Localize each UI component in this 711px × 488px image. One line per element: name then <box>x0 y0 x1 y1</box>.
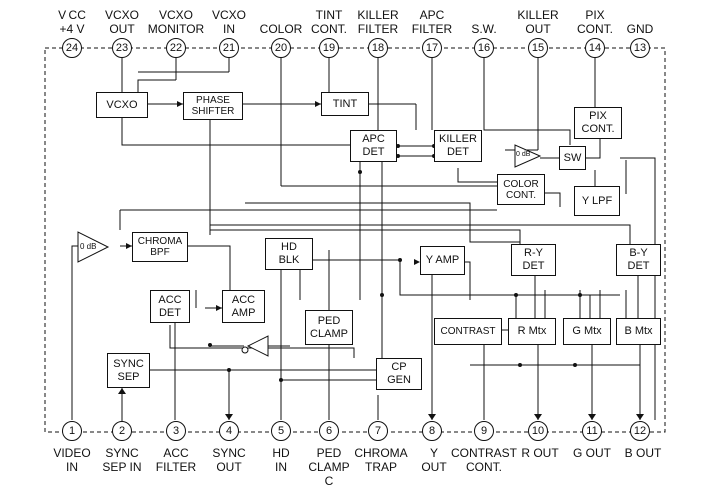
pin-1-label: VIDEO IN <box>53 446 91 474</box>
acc-amp-block: ACC AMP <box>222 290 265 323</box>
pin-13: 13 <box>630 38 650 58</box>
pin-11-label: G OUT <box>573 446 611 460</box>
pin-16: 16 <box>474 38 494 58</box>
hd-blk-block: HD BLK <box>265 238 313 270</box>
inverter-icon <box>246 335 269 357</box>
pin-14-label: PIX CONT. <box>577 8 613 36</box>
pin-10: 10 <box>528 421 548 441</box>
pin-23-label: VCXO OUT <box>104 8 140 36</box>
pin-8-label: Y OUT <box>421 446 447 474</box>
pin-15: 15 <box>528 38 548 58</box>
pin-6: 6 <box>319 421 339 441</box>
pin-19-label: TINT CONT. <box>311 8 347 36</box>
input-amplifier-icon <box>77 231 110 263</box>
pin-2-label: SYNC SEP IN <box>102 446 142 474</box>
pin-5-label: HD IN <box>272 446 290 474</box>
pin-21: 21 <box>219 38 239 58</box>
b-mtx-block: B Mtx <box>616 318 661 345</box>
pin-19: 19 <box>319 38 339 58</box>
pin-2: 2 <box>112 421 132 441</box>
pin-3: 3 <box>166 421 186 441</box>
pin-23: 23 <box>112 38 132 58</box>
chroma-bpf-block: CHROMA BPF <box>132 232 188 262</box>
y-lpf-block: Y LPF <box>574 186 620 216</box>
input-amp-gain-label: 0 dB <box>80 242 97 251</box>
contrast-block: CONTRAST <box>434 318 502 345</box>
killer-det-block: KILLER DET <box>434 130 482 162</box>
pin-15-label: KILLER OUT <box>517 8 559 36</box>
pin-18-label: KILLER FILTER <box>357 8 399 36</box>
pin-22-label: VCXO MONITOR <box>147 8 205 36</box>
pin-12: 12 <box>630 421 650 441</box>
pin-22: 22 <box>166 38 186 58</box>
pin-20-label: COLOR <box>259 22 303 36</box>
pin-7: 7 <box>368 421 388 441</box>
pin-17-label: APC FILTER <box>411 8 453 36</box>
pin-10-label: R OUT <box>521 446 559 460</box>
sw-block: SW <box>559 146 586 170</box>
pin-8: 8 <box>422 421 442 441</box>
sw-amp-gain-label: 0 dB <box>516 151 531 158</box>
pin-18: 18 <box>368 38 388 58</box>
cp-gen-block: CP GEN <box>376 358 422 390</box>
tint-block: TINT <box>321 92 369 116</box>
pin-9: 9 <box>474 421 494 441</box>
ry-det-block: R-Y DET <box>511 244 556 276</box>
pin-21-label: VCXO IN <box>211 8 247 36</box>
pin-1: 1 <box>62 421 82 441</box>
pin-7-label: CHROMA TRAP <box>354 446 408 474</box>
inverter-bubble-icon <box>241 346 249 354</box>
y-amp-block: Y AMP <box>420 246 465 275</box>
pix-cont-block: PIX CONT. <box>574 107 622 139</box>
g-mtx-block: G Mtx <box>563 318 611 345</box>
pin-20: 20 <box>271 38 291 58</box>
acc-det-block: ACC DET <box>150 290 190 323</box>
sw-amplifier-icon <box>514 144 542 168</box>
pin-24: 24 <box>62 38 82 58</box>
pin-16-label: S.W. <box>471 22 497 36</box>
vcxo-block: VCXO <box>96 92 148 118</box>
pin-24-label: V CC +4 V <box>58 8 86 36</box>
pin-3-label: ACC FILTER <box>155 446 197 474</box>
pin-11: 11 <box>582 421 602 441</box>
pin-6-label: PED CLAMP C <box>308 446 350 488</box>
r-mtx-block: R Mtx <box>508 318 556 345</box>
pin-14: 14 <box>585 38 605 58</box>
color-cont-block: COLOR CONT. <box>497 174 545 205</box>
by-det-block: B-Y DET <box>616 244 661 276</box>
pin-4: 4 <box>219 421 239 441</box>
pin-4-label: SYNC OUT <box>212 446 246 474</box>
ped-clamp-block: PED CLAMP <box>305 310 353 345</box>
phase-shifter-block: PHASE SHIFTER <box>183 92 243 120</box>
sync-sep-block: SYNC SEP <box>107 353 150 388</box>
pin-5: 5 <box>271 421 291 441</box>
ic-package-outline <box>44 47 666 433</box>
pin-17: 17 <box>422 38 442 58</box>
apc-det-block: APC DET <box>350 130 397 162</box>
pin-12-label: B OUT <box>624 446 662 460</box>
pin-13-label: GND <box>626 22 654 36</box>
pin-9-label: CONTRAST CONT. <box>451 446 517 474</box>
